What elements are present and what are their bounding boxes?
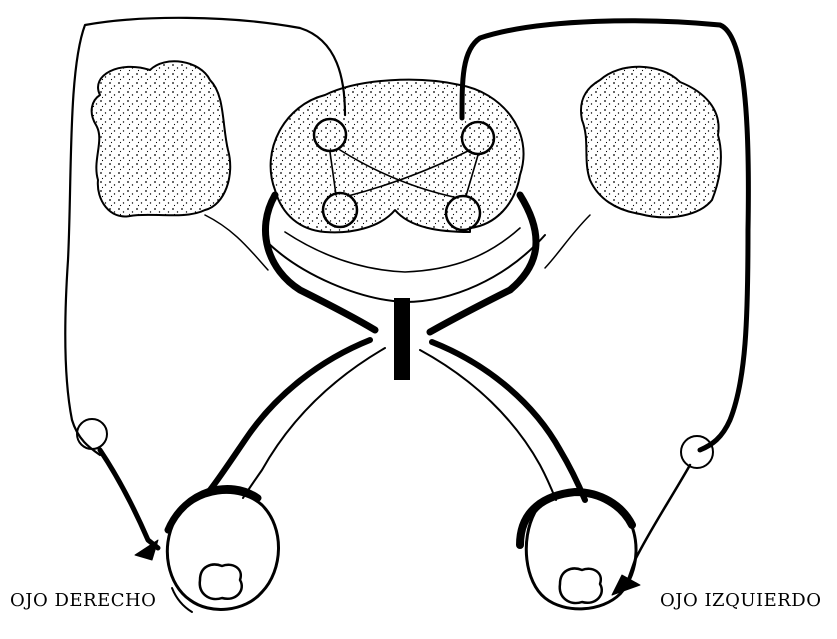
left-eye-arc-thick	[520, 492, 632, 545]
midbrain-inner-border	[285, 228, 520, 272]
midbrain	[271, 80, 524, 233]
optic-radiation-right	[205, 215, 268, 270]
left-eye-lens	[560, 569, 602, 603]
right-hemisphere-cortex	[92, 61, 231, 216]
optic-chiasm	[394, 298, 410, 380]
left-eye-label: OJO IZQUIERDO	[660, 590, 822, 611]
right-efferent-to-eye	[100, 450, 158, 548]
left-efferent-to-eye	[628, 465, 690, 580]
ciliary-ganglion-left	[681, 436, 713, 468]
right-eye-lens	[200, 565, 242, 599]
right-eye-label: OJO DERECHO	[10, 590, 156, 611]
ciliary-ganglion-right	[77, 419, 107, 449]
left-hemisphere-cortex	[581, 67, 721, 218]
optic-radiation-left	[545, 215, 590, 268]
right-eye-pointer	[135, 540, 158, 560]
right-optic-nerve	[210, 340, 370, 490]
